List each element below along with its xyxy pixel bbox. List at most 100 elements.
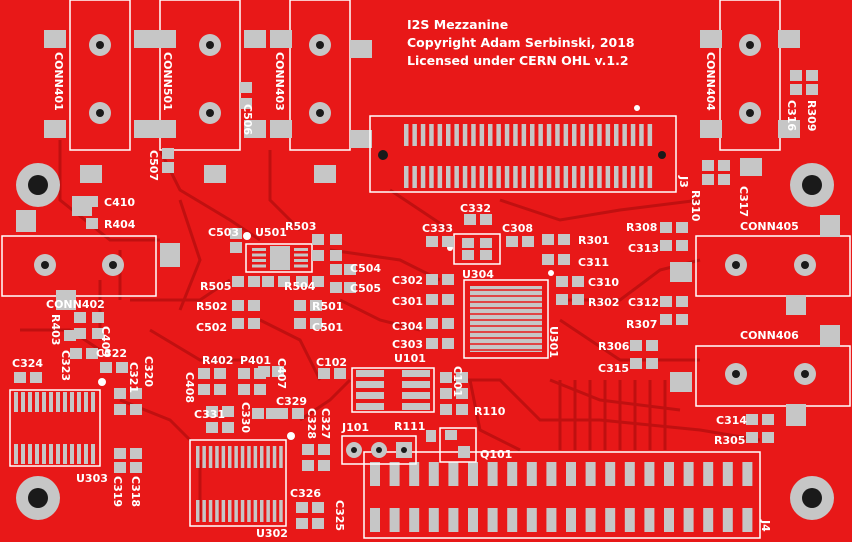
refdes-c310: C310 [588,276,619,289]
j4-pad [428,462,439,486]
ic-footprints [9,232,554,527]
refdes-c101: C101 [451,366,464,397]
u501-pad [294,248,308,251]
refdes-c304: C304 [392,320,423,333]
smd-pad [344,264,356,275]
smd-pad [312,250,324,261]
refdes-u302: U302 [256,527,288,540]
refdes-c308: C308 [502,222,533,235]
refdes-r402: R402 [202,354,233,367]
smd-pad [676,240,688,251]
jack-pads-side [16,196,840,426]
smd-pad [558,234,570,245]
smd-pad [248,300,260,311]
j3-pad [630,166,636,188]
j3-pad [555,124,560,146]
j3-pad [588,166,594,188]
u302-pad [240,446,245,468]
refdes-c325: C325 [333,500,346,531]
smd-pad [426,318,438,329]
u303-pad [14,392,18,412]
smd-pad [522,236,534,247]
mounting-holes [16,163,834,520]
j3-pad [639,124,644,146]
smd-pad [302,444,314,455]
j4-pad [683,462,694,486]
u302-pad [215,500,219,522]
refdes-u301: U301 [547,326,560,358]
refdes-r307: R307 [626,318,657,331]
refdes-c302: C302 [392,274,423,287]
j3-pad [471,124,476,146]
j3-pad [614,166,619,188]
refdes-c330: C330 [239,402,252,433]
smd-pad [248,276,260,287]
smd-pad [330,250,342,261]
j4-pad [546,462,557,486]
smd-pad [718,160,730,171]
smd-pad [572,294,584,305]
refdes-r301: R301 [578,234,609,247]
jack-connectors-side [1,235,851,407]
j4-pad [428,508,439,532]
u302-pad [202,446,206,468]
refdes-r305: R305 [714,434,745,447]
j4-pad [683,508,694,532]
u302-pad [208,446,213,468]
smd-pad [318,368,330,379]
u303-pad [77,392,81,412]
smd-pad [230,242,242,253]
smd-pad [542,254,554,265]
smd-pad [426,236,438,247]
j3-pad [429,166,434,188]
refdes-j3: J3 [677,175,690,188]
u303-pad [42,444,46,464]
u302-pad [253,446,258,468]
refdes-c316: C316 [785,100,798,131]
smd-pad [312,502,324,513]
j3-pad [420,124,426,146]
smd-pad [116,362,128,373]
smd-pad [676,314,688,325]
refdes-r309: R309 [805,100,818,131]
smd-pad [214,368,226,379]
smd-pad [30,372,42,383]
j3-pad [429,124,434,146]
u302-pad [221,500,226,522]
j3-pad [546,124,552,146]
j3-pad [530,124,535,146]
smd-pad [296,502,308,513]
j4-pad [448,508,459,532]
smd-pad [258,366,270,377]
refdes-c320: C320 [142,356,155,387]
smd-pad [630,358,642,369]
refdes-c333: C333 [422,222,453,235]
j4-pad [370,462,380,486]
j4-pad [644,508,655,532]
smd-pad [310,300,322,311]
j3-pad [496,124,501,146]
smd-pad [222,406,234,417]
smd-pad [456,404,468,415]
smd-pad [312,518,324,529]
j3-pad [446,124,451,146]
smd-pad [114,388,126,399]
j3-pad [479,166,485,188]
refdes-c311: C311 [578,256,609,269]
j4-pad [526,508,537,532]
j3-pad [630,124,636,146]
j4-pad [664,462,674,486]
smd-pad [114,462,126,473]
smd-pad [130,388,142,399]
refdes-c506: C506 [241,104,254,135]
j4-pad [526,462,537,486]
smd-pad [426,294,438,305]
j4-pad [624,462,635,486]
j3-connector [369,105,677,193]
smd-pad [312,234,324,245]
refdes-r306: R306 [598,340,630,353]
u303-pad [63,392,67,412]
smd-pad [702,174,714,185]
smd-pad [556,276,568,287]
